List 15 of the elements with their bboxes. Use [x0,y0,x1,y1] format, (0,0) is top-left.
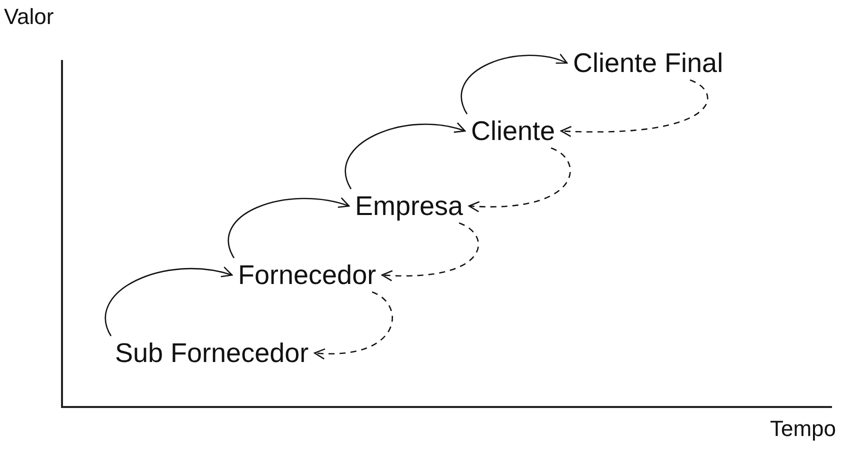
axis-label: Tempo [770,416,836,442]
curved-arrow [314,291,393,359]
stage-label: Sub Fornecedor [109,336,315,370]
curved-arrow [381,222,480,281]
stage-label: Cliente [465,114,562,148]
axis-label: Valor [4,4,54,30]
curved-arrow [228,198,350,258]
stage-label: Cliente Final [567,46,730,80]
curved-arrow [460,54,568,114]
curved-arrow [105,267,233,336]
stage-label: Fornecedor [232,258,382,292]
curved-arrow [560,79,708,137]
curved-arrow [345,122,466,190]
curved-arrow [468,147,571,212]
stage-label: Empresa [349,189,470,223]
